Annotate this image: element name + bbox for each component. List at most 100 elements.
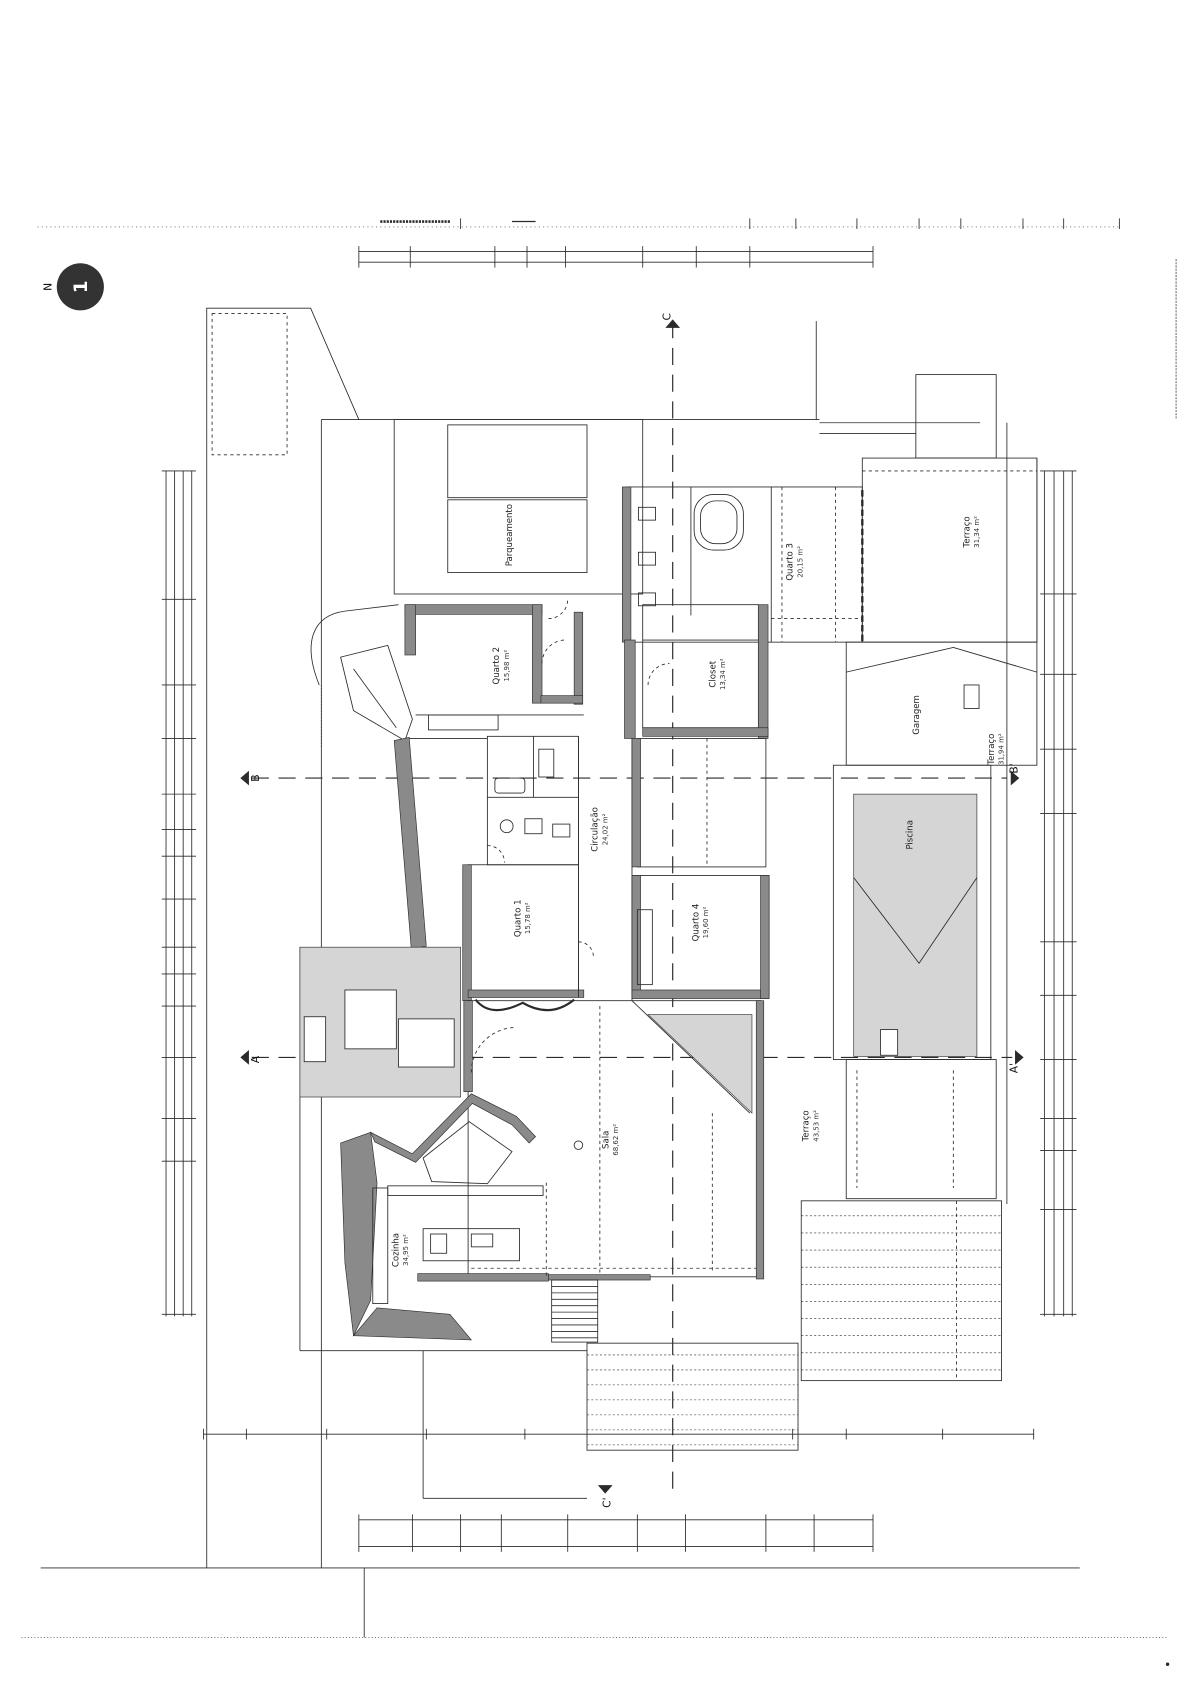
- door-swing: [548, 599, 569, 620]
- hatched-wall: [393, 737, 427, 950]
- door-swing: [647, 663, 670, 685]
- sala-label: Sala: [601, 1131, 611, 1149]
- quarto-2-area: 15,98 m²: [503, 650, 511, 682]
- upper-terrace-box: [915, 374, 997, 459]
- kitchen-north-wall: [369, 1093, 537, 1163]
- washbasin: [552, 823, 571, 838]
- door-swing: [487, 845, 505, 863]
- north-badge: 1 N: [41, 263, 104, 311]
- terrace-south-outline: [800, 1200, 1002, 1382]
- wall: [462, 864, 472, 1002]
- sala-area: 68,62 m²: [612, 1124, 620, 1156]
- parking-bay: [447, 424, 588, 499]
- section-a-right-arrow-icon: [1015, 1050, 1024, 1065]
- bathroom-block: [486, 735, 579, 866]
- section-b-left-label: B: [249, 774, 262, 781]
- room-outline: [636, 738, 767, 868]
- entrance-canopy: [340, 644, 413, 742]
- planter: [303, 1016, 327, 1063]
- parqueamento-area: [393, 419, 644, 595]
- wall: [532, 604, 543, 704]
- dimension-chains: [161, 246, 1077, 1552]
- wall: [463, 1000, 473, 1092]
- section-c-bottom-arrow-icon: [597, 1485, 613, 1494]
- piscina-label: Piscina: [906, 820, 916, 850]
- terraco-2-label: Terraço: [987, 734, 997, 766]
- quarto-3-label: Quarto 3: [786, 543, 796, 581]
- closet-label: Closet: [709, 660, 719, 687]
- wall: [755, 1000, 765, 1280]
- garagem-label: Garagem: [912, 695, 922, 735]
- exterior-areas: [586, 457, 1038, 1451]
- washbasin: [637, 592, 656, 607]
- kitchen-island: [422, 1228, 520, 1262]
- quarto-4-wardrobe: [636, 909, 653, 986]
- circulacao-label: Circulação: [591, 807, 601, 852]
- utility-room: [422, 1121, 513, 1185]
- wall: [573, 611, 584, 705]
- section-c-top-arrow-icon: [665, 319, 681, 328]
- terraco-1-area: 31,34 m²: [973, 516, 981, 548]
- quarto-3-area: 20,15 m²: [796, 546, 804, 578]
- closet-area: 13,34 m²: [719, 658, 727, 690]
- washbasin: [524, 818, 543, 835]
- north-label: N: [41, 283, 54, 291]
- wall: [760, 875, 770, 999]
- wall: [624, 639, 636, 739]
- wall: [758, 604, 769, 739]
- toilet-icon: [499, 819, 514, 834]
- door-swing: [541, 639, 566, 664]
- sala-marker-icon: [573, 1140, 584, 1150]
- kitchen-counter: [387, 1185, 544, 1196]
- bathtub: [693, 494, 744, 551]
- wall: [404, 604, 543, 615]
- kitchen-counter: [372, 1187, 389, 1304]
- terraco-1-label: Terraço: [962, 516, 972, 548]
- circulacao-area: 24,02 m²: [601, 813, 609, 845]
- plan-number-badge-icon: [56, 263, 104, 311]
- bathroom-fixture: [494, 777, 526, 794]
- wall: [631, 738, 641, 868]
- quarto-2-label: Quarto 2: [492, 647, 502, 685]
- wall: [631, 875, 641, 996]
- quarto-1-label: Quarto 1: [514, 899, 524, 937]
- door-swing: [578, 941, 594, 957]
- kitchen-west-wall: [340, 1131, 378, 1337]
- site-boundary-line: [206, 307, 360, 1568]
- wall: [467, 989, 585, 998]
- room-labels: Parqueamento Quarto 2 15,98 m² Quarto 3 …: [391, 504, 1005, 1267]
- cozinha-area: 34,95 m²: [402, 1234, 410, 1266]
- section-b-right-arrow-icon: [1010, 770, 1020, 786]
- bathtub-inner: [700, 500, 738, 545]
- quarto-4-label: Quarto 4: [691, 904, 701, 942]
- terrace-southwest-outline: [586, 1342, 799, 1451]
- quarto-2-wardrobe: [428, 714, 499, 731]
- parqueamento-label: Parqueamento: [505, 504, 515, 566]
- stairs: [551, 1279, 599, 1343]
- section-a-left-arrow-icon: [240, 1050, 249, 1065]
- pool-diagonals: [853, 877, 978, 964]
- section-markers: B B' A A' C C': [249, 313, 1020, 1508]
- wall: [622, 486, 632, 643]
- terrace-east-outline: [845, 1059, 997, 1200]
- diagonal-line: [631, 1000, 751, 1114]
- washbasin: [637, 506, 656, 521]
- plan-number: 1: [71, 281, 92, 294]
- garage-detail: [963, 684, 980, 709]
- garage-outline: [845, 641, 1038, 766]
- kitchen-sink: [470, 1233, 494, 1248]
- terraco-3-area: 43,53 m²: [812, 1110, 820, 1142]
- wall: [631, 989, 770, 999]
- section-a-right-label: A': [1008, 1063, 1021, 1073]
- parking-bay: [447, 499, 588, 574]
- wall: [548, 1274, 651, 1281]
- planter: [398, 1018, 455, 1068]
- closet-room: [642, 604, 759, 729]
- entrance-canopy-line: [353, 668, 397, 729]
- planter: [344, 989, 397, 1050]
- wall: [417, 1273, 549, 1282]
- kitchen-hob: [430, 1233, 448, 1254]
- pool-step: [880, 1029, 899, 1056]
- building-plan: [299, 486, 864, 1343]
